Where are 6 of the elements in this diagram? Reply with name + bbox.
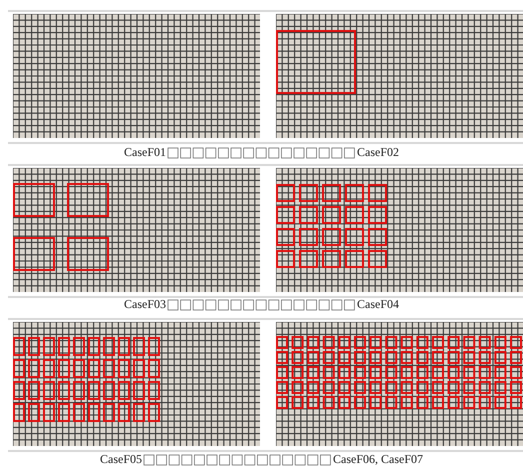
case-label: CaseF05 [100, 452, 142, 467]
case-label: CaseF04 [357, 297, 399, 312]
case-label: CaseF02 [357, 145, 399, 160]
case-label: CaseF01 [124, 145, 166, 160]
case-label: CaseF03 [124, 297, 166, 312]
case-label: CaseF06, CaseF07 [333, 452, 423, 467]
